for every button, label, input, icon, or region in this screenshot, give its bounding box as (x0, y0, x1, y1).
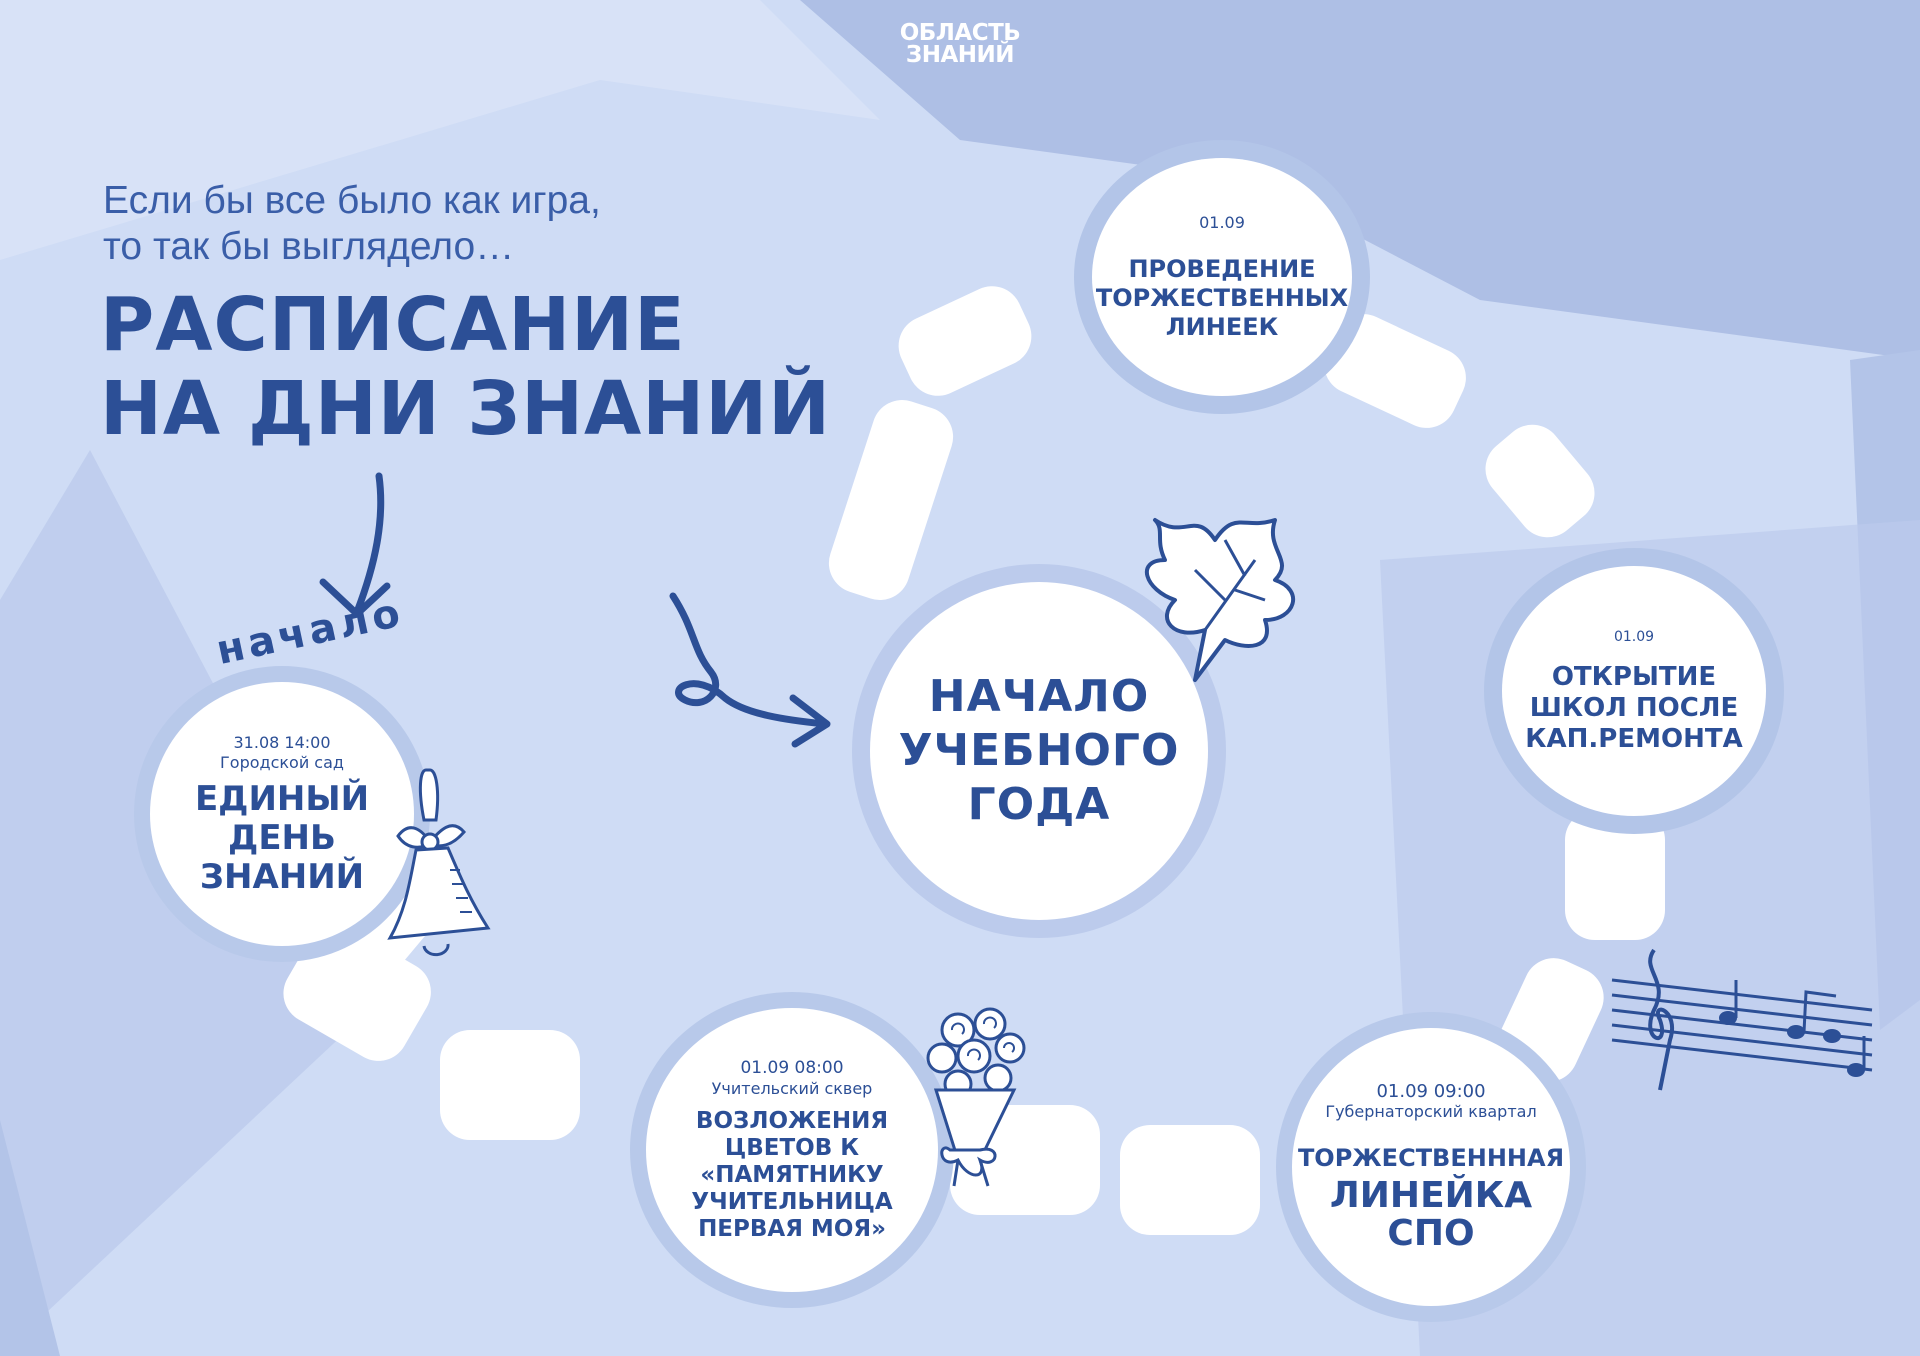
bouquet-icon (926, 1007, 1026, 1187)
intro-line2: то так бы выглядело… (103, 225, 515, 268)
event-title-line: НАЧАЛО (928, 671, 1150, 722)
event-date: 01.09 09:00 (1376, 1081, 1486, 1102)
board-track (283, 286, 1665, 1235)
event-title-line: ЕДИНЫЙ (194, 778, 370, 819)
event-title-line: ВОЗЛОЖЕНИЯ (695, 1107, 889, 1134)
maple-leaf-icon (1144, 518, 1296, 682)
squiggle-arrow-icon (669, 592, 831, 748)
event-title-line: ОТКРЫТИЕ (1551, 662, 1717, 692)
event-title-line: ШКОЛ ПОСЛЕ (1529, 693, 1739, 723)
event-title-line: ТОРЖЕСТВЕНННАЯ (1297, 1144, 1565, 1172)
bell-icon (387, 768, 491, 957)
event-title-line: КАП.РЕМОНТА (1525, 724, 1743, 754)
event-place: Учительский сквер (711, 1078, 873, 1098)
event-schools-opening[interactable]: 01.09 ОТКРЫТИЕ ШКОЛ ПОСЛЕ КАП.РЕМОНТА (1502, 566, 1766, 816)
arrow-down-icon (319, 472, 391, 618)
event-title-line: ЛИНЕЙКА (1329, 1175, 1533, 1216)
brand-logo-line2: ЗНАНИЙ (905, 42, 1015, 68)
intro-text: Если бы все было как игра, то так бы выг… (103, 178, 723, 270)
page-title: РАСПИСАНИЕ НА ДНИ ЗНАНИЙ (100, 283, 860, 451)
event-title-line: «ПАМЯТНИКУ (700, 1161, 884, 1188)
event-unified-day[interactable]: 31.08 14:00 Городской сад ЕДИНЫЙ ДЕНЬ ЗН… (150, 682, 414, 946)
event-flowers[interactable]: 01.09 08:00 Учительский сквер ВОЗЛОЖЕНИЯ… (646, 1008, 938, 1292)
music-notes-icon (1611, 948, 1873, 1091)
brand-logo: ОБЛАСТЬ ЗНАНИЙ (895, 20, 1025, 68)
event-lineups[interactable]: 01.09 ПРОВЕДЕНИЕ ТОРЖЕСТВЕННЫХ ЛИНЕЕК (1092, 158, 1352, 396)
event-title-line: ЦВЕТОВ К (724, 1134, 860, 1161)
event-title-line: ГОДА (967, 779, 1111, 830)
event-date: 31.08 14:00 (233, 732, 331, 752)
intro-line1: Если бы все было как игра, (103, 179, 601, 222)
event-date: 01.09 (1199, 213, 1245, 232)
event-title-line: СПО (1387, 1213, 1475, 1254)
event-place: Губернаторский квартал (1325, 1102, 1537, 1121)
event-date: 01.09 08:00 (740, 1057, 844, 1078)
event-title-line: ЗНАНИЙ (199, 856, 365, 897)
brand-logo-line1: ОБЛАСТЬ (899, 20, 1021, 46)
event-title-line: ДЕНЬ (228, 817, 336, 858)
page-title-line2: НА ДНИ ЗНАНИЙ (100, 366, 832, 452)
page-title-line1: РАСПИСАНИЕ (100, 282, 686, 368)
event-spo-lineup[interactable]: 01.09 09:00 Губернаторский квартал ТОРЖЕ… (1292, 1028, 1570, 1306)
event-place: Городской сад (220, 752, 344, 772)
event-date: 01.09 (1613, 629, 1655, 645)
event-title-line: УЧИТЕЛЬНИЦА (691, 1188, 893, 1215)
event-title-line: ТОРЖЕСТВЕННЫХ (1095, 284, 1349, 312)
event-title-line: ПЕРВАЯ МОЯ» (698, 1215, 886, 1242)
event-title-line: ПРОВЕДЕНИЕ (1128, 255, 1316, 283)
event-title-line: ЛИНЕЕК (1165, 313, 1279, 341)
event-title-line: УЧЕБНОГО (898, 725, 1180, 776)
event-school-year[interactable]: НАЧАЛО УЧЕБНОГО ГОДА (870, 582, 1208, 920)
